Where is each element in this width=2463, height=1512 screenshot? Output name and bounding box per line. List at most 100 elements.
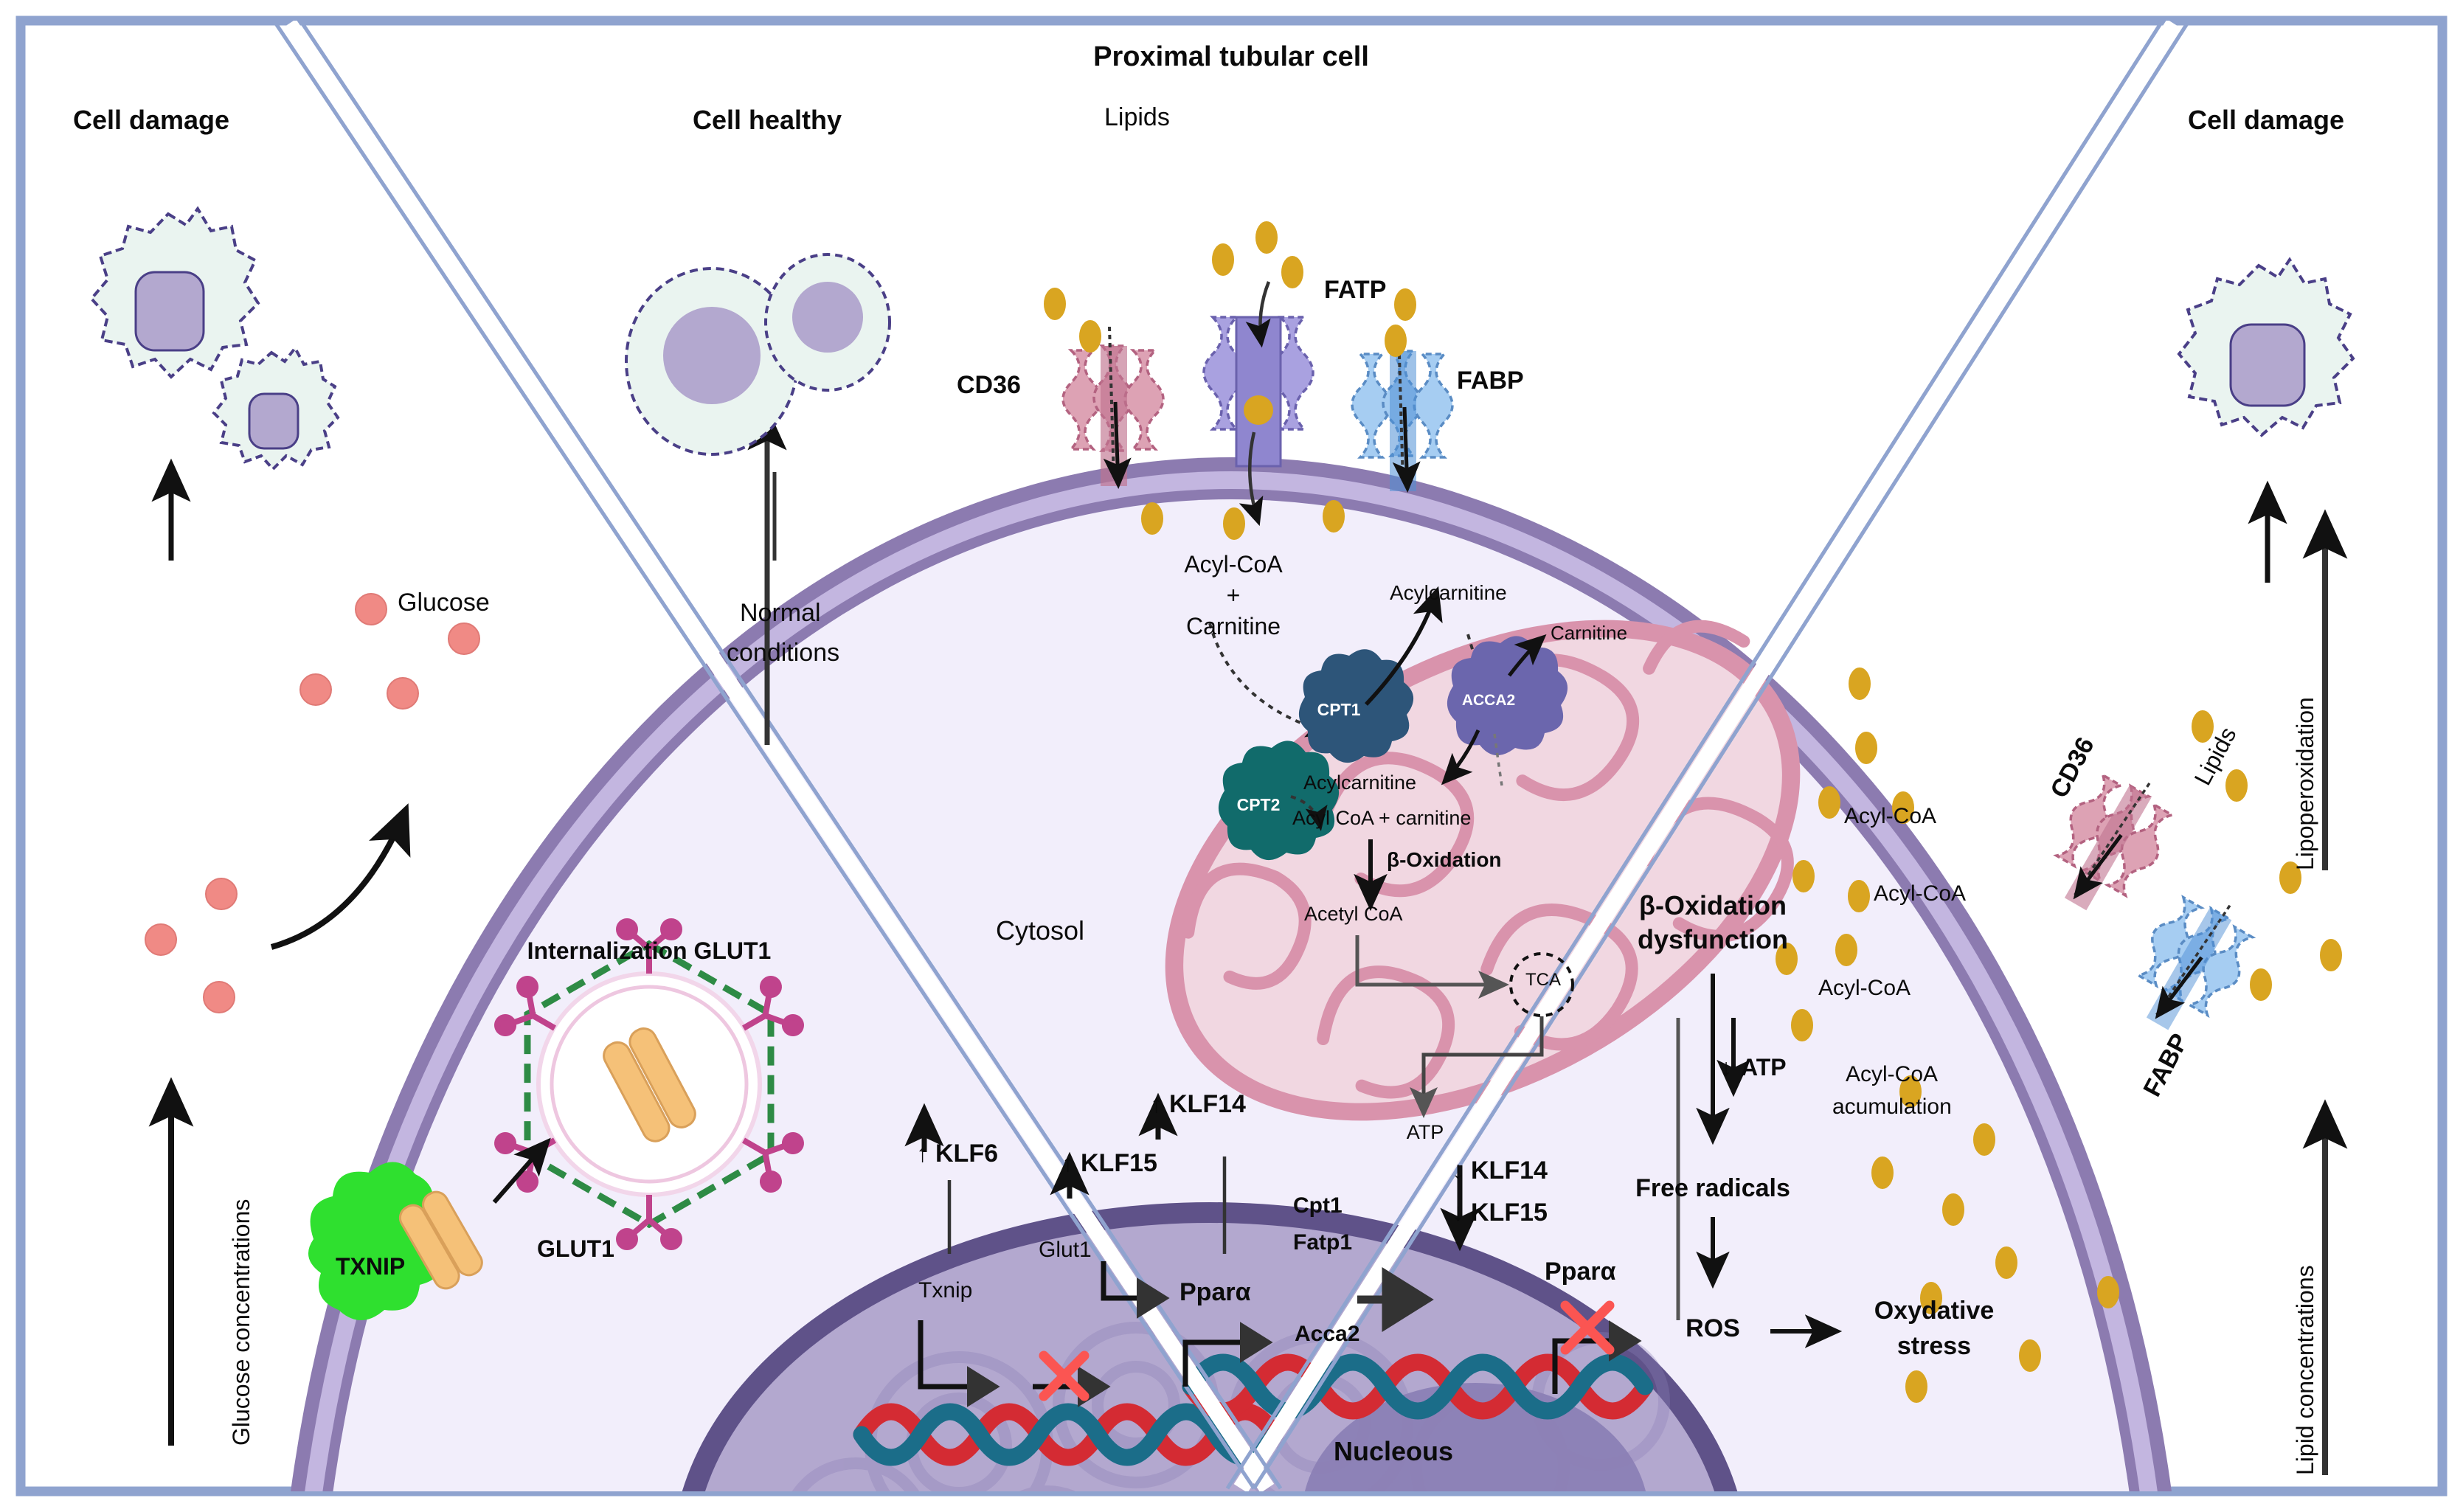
- label-ppara-center: Pparα: [1179, 1278, 1251, 1306]
- label-cell-damage-right: Cell damage: [2187, 105, 2345, 135]
- label-glut1-gene: Glut1: [1039, 1238, 1092, 1262]
- transporter-cd36-right: [2053, 772, 2176, 911]
- transporter-fatp-top: [1202, 281, 1314, 527]
- transporter-fabp-right: [2135, 895, 2256, 1030]
- acca2-into-matrix: [1441, 729, 1480, 786]
- dna-center-right: [1182, 1353, 1654, 1420]
- label-acyl-coa-carnitine: Acyl CoA + carnitine: [1292, 807, 1472, 829]
- label-free-radicals: Free radicals: [1635, 1174, 1790, 1202]
- label-acca2: ACCA2: [1461, 692, 1516, 709]
- label-klf15-arrow-down: ↓: [1452, 1199, 1464, 1227]
- label-ros: ROS: [1686, 1314, 1740, 1342]
- label-klf15-down: KLF15: [1471, 1199, 1548, 1227]
- lipid-dots-right: [1776, 667, 2342, 1403]
- label-fabp-top: FABP: [1457, 367, 1524, 395]
- label-tca: TCA: [1525, 970, 1561, 990]
- label-glut1: GLUT1: [537, 1235, 614, 1262]
- label-cpt2: CPT2: [1236, 795, 1281, 814]
- enzyme-acca2: [1447, 636, 1568, 756]
- glucose-uptake-arrow: [270, 803, 411, 950]
- axis-label-lipoperoxidation: Lipoperoxidation: [2292, 697, 2318, 870]
- label-klf14-up: KLF14: [1169, 1090, 1246, 1118]
- label-normal-conditions-line2: conditions: [727, 639, 840, 667]
- arrow-acca2-transcription: [1182, 1322, 1273, 1387]
- arrow-to-tca: [1355, 935, 1510, 999]
- glucose-dots: [145, 593, 480, 1013]
- label-cytosol: Cytosol: [996, 915, 1085, 946]
- label-beta-oxidation: β-Oxidation: [1387, 848, 1502, 871]
- label-klf15-arrow-up: ↑: [1061, 1149, 1074, 1177]
- label-lipids-top: Lipids: [1104, 103, 1170, 131]
- label-acyl-coa-accum-1: Acyl-CoA: [1846, 1062, 1939, 1086]
- label-atp-down-arrow: ↓: [1720, 1054, 1732, 1081]
- damaged-cell-left-small: [212, 345, 340, 471]
- arrow-to-atp: [1409, 1016, 1544, 1119]
- axis-label-lipid-concentrations: Lipid concentrations: [2292, 1265, 2318, 1475]
- label-klf15-up: KLF15: [1081, 1149, 1157, 1177]
- label-fatp-top: FATP: [1324, 276, 1387, 304]
- label-carnitine-outer: Carnitine: [1551, 622, 1628, 644]
- label-ppara-right: Pparα: [1545, 1258, 1616, 1286]
- label-acetyl-coa: Acetyl CoA: [1304, 903, 1403, 925]
- label-acyl-coa-accum-2: acumulation: [1832, 1095, 1952, 1119]
- block-cross-ppara: [1560, 1300, 1615, 1355]
- arrow-glut1-internalize: [492, 1137, 551, 1204]
- label-carnitine-top: Carnitine: [1185, 613, 1281, 639]
- healthy-cell-small: [764, 253, 891, 392]
- glut1-in-vesicle: [603, 1027, 696, 1142]
- label-klf6-arrow: ↑: [916, 1140, 929, 1168]
- label-klf14-arrow-down: ↓: [1452, 1156, 1464, 1185]
- transporter-cd36-top: [1061, 326, 1165, 489]
- clathrin-vesicle: [494, 918, 804, 1250]
- healthy-cell-large: [625, 267, 799, 456]
- acca2-dashed-down: [1493, 733, 1503, 786]
- clathrin-cage: [524, 940, 775, 1229]
- label-beta-oxidation-dysfunction-1: β-Oxidation: [1639, 890, 1787, 920]
- tca-cycle-ring: [1509, 952, 1574, 1017]
- block-cross-glut1: [1039, 1350, 1090, 1401]
- label-acyl-coa-right-2: Acyl-CoA: [1874, 881, 1967, 906]
- label-cpt1: CPT1: [1317, 700, 1361, 719]
- label-klf14-arrow-up: ↑: [1150, 1090, 1163, 1118]
- label-acyl-coa-right-3: Acyl-CoA: [1818, 976, 1911, 1000]
- enzyme-cpt1: [1298, 649, 1414, 763]
- transporter-fabp-top: [1351, 330, 1454, 493]
- label-oxydative-stress-2: stress: [1896, 1332, 1972, 1360]
- label-oxydative-stress-1: Oxydative: [1874, 1297, 1995, 1325]
- damaged-cell-right-large: [2177, 257, 2355, 437]
- cpt1-to-acylcarnitine: [1365, 586, 1443, 706]
- label-atp-reduced: ATP: [1741, 1054, 1787, 1081]
- axis-label-glucose-concentrations: Glucose concentrations: [228, 1199, 254, 1446]
- arrow-ppara-blocked: [1552, 1320, 1642, 1394]
- label-acylcarnitine-inner: Acylcarnitine: [1303, 771, 1417, 794]
- arrow-klf15-to-ppara: [1101, 1261, 1170, 1319]
- dna-left: [853, 1403, 1284, 1466]
- arrow-txnip-transcription: [918, 1320, 1000, 1407]
- lipid-dots-top: [1044, 221, 1416, 540]
- sector-divider-gaps: [282, 21, 2181, 1491]
- txnip-glut1-complex: [308, 1162, 483, 1320]
- label-nucleus: Nucleous: [1334, 1436, 1454, 1466]
- cpt2-dashed: [1290, 795, 1328, 831]
- label-beta-oxidation-dysfunction-2: dysfunction: [1638, 924, 1788, 954]
- label-cell-healthy: Cell healthy: [692, 105, 842, 135]
- label-internalization-glut1: Internalization GLUT1: [527, 937, 772, 964]
- label-txnip-gene: Txnip: [918, 1278, 973, 1303]
- label-target-acca2: Acca2: [1295, 1322, 1360, 1346]
- label-target-cpt1: Cpt1: [1293, 1193, 1343, 1218]
- label-klf6: KLF6: [935, 1140, 998, 1168]
- acca2-to-carnitine: [1508, 634, 1547, 677]
- label-normal-conditions-line1: Normal: [740, 599, 821, 627]
- label-cd36-top: CD36: [957, 371, 1021, 399]
- label-klf14-down: KLF14: [1471, 1156, 1548, 1185]
- label-cell-damage-left: Cell damage: [72, 105, 230, 135]
- damaged-cell-left-large: [89, 206, 260, 379]
- page-title: Proximal tubular cell: [1093, 41, 1369, 72]
- label-plus-sign: +: [1226, 582, 1241, 608]
- label-txnip: TXNIP: [336, 1253, 406, 1280]
- label-glucose: Glucose: [398, 589, 490, 617]
- label-acyl-coa-top: Acyl-CoA: [1184, 551, 1283, 578]
- label-target-fatp1: Fatp1: [1293, 1230, 1353, 1255]
